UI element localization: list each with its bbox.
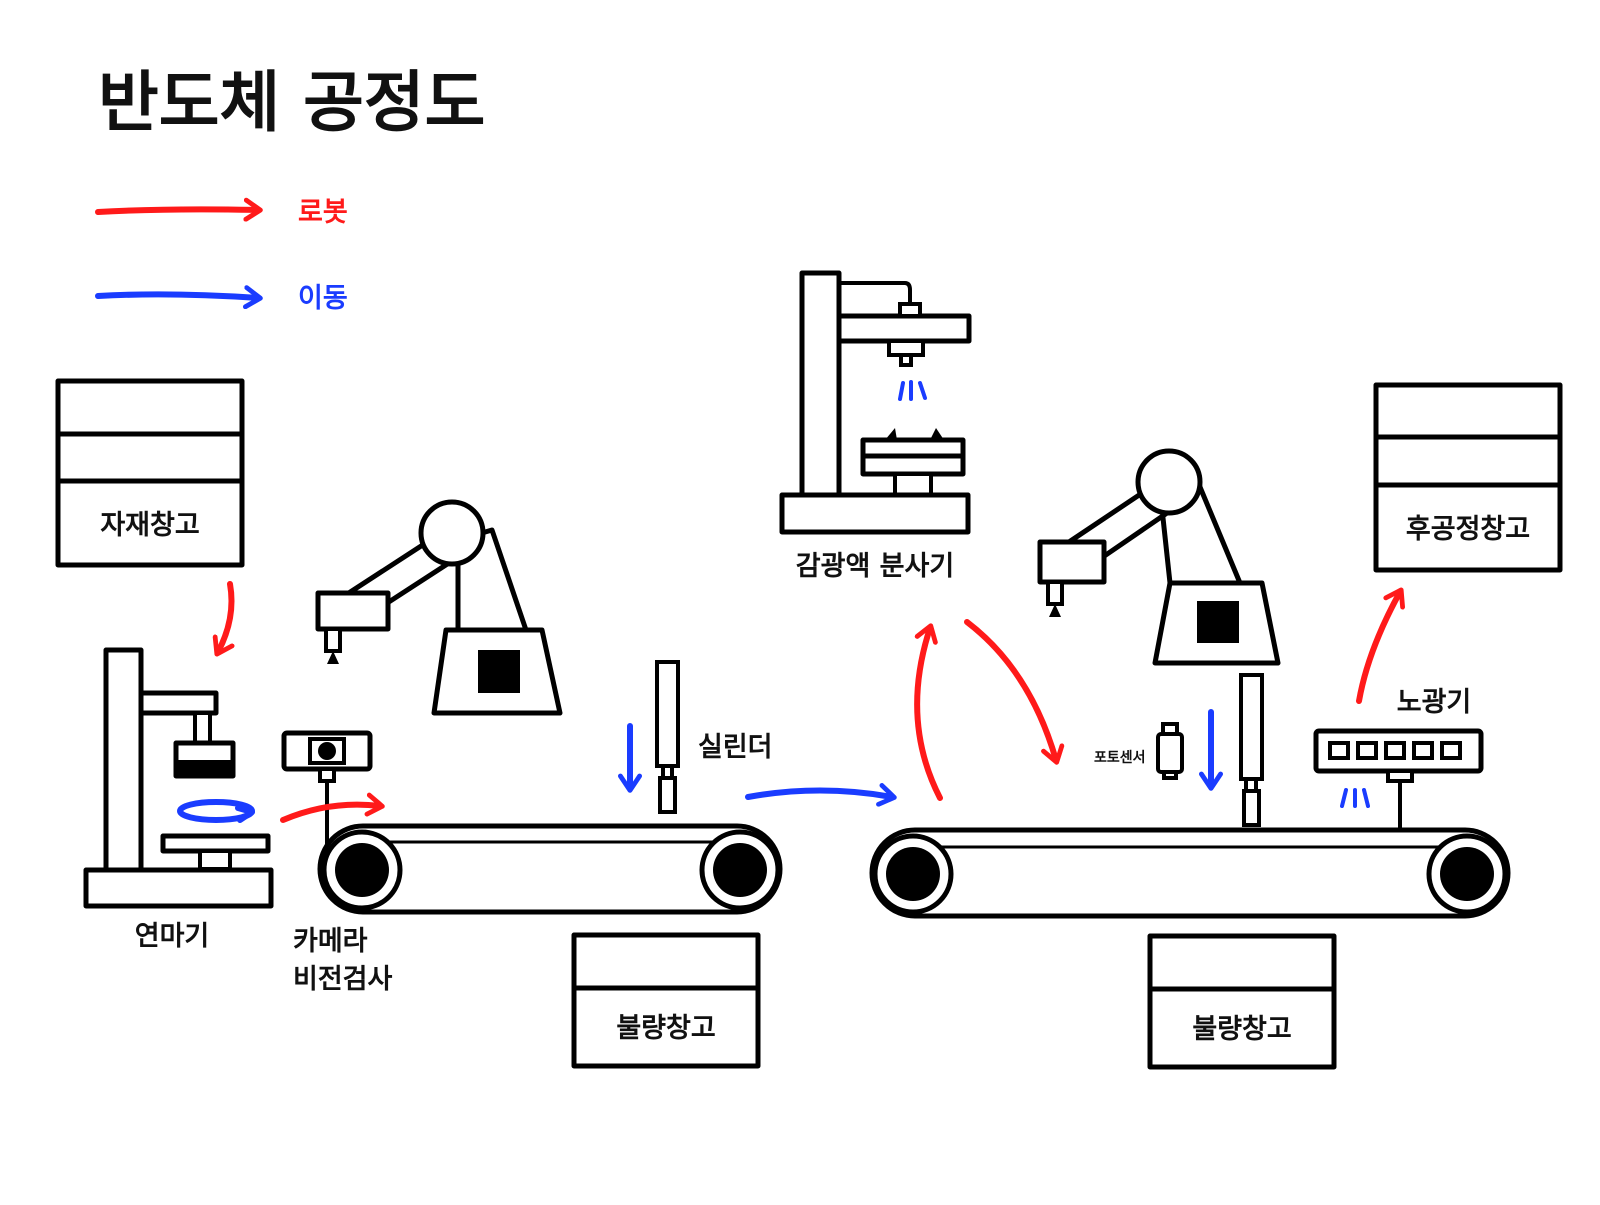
storage-shelf-icon [1373, 382, 1563, 573]
conveyor-belt-icon [869, 827, 1511, 919]
photoresist-sprayer: 감광액 분사기 [779, 270, 972, 582]
polisher-label: 연마기 [135, 921, 210, 952]
camera-label-line1: 카메라 [293, 926, 368, 957]
conveyor-2 [869, 827, 1511, 919]
exposure-machine: 노광기 [1313, 687, 1484, 829]
spray-nozzle [887, 339, 925, 357]
storage-shelf-icon [55, 378, 245, 568]
exposure-light [1340, 788, 1370, 808]
legend: 로봇 이동 [95, 197, 348, 314]
photoresist-sprayer-label: 감광액 분사기 [796, 551, 954, 582]
defect-warehouse-2: 불량창고 [1147, 933, 1337, 1070]
storage-shelf-icon [571, 932, 761, 1069]
pneumatic-cylinder-icon [1239, 673, 1264, 781]
post-process-warehouse-label: 후공정창고 [1406, 514, 1530, 545]
camera-label-line2: 비전검사 [293, 964, 393, 995]
legend-robot-label: 로봇 [298, 197, 348, 228]
legend-robot-arrow [95, 197, 263, 222]
robot-arrow-conveyor-to-sprayer [914, 623, 943, 801]
legend-move-label: 이동 [298, 283, 348, 314]
robot-arm-1 [315, 499, 563, 716]
robot-arm-2 [1037, 448, 1281, 666]
robot-arrow-exposure-to-post-warehouse [1356, 587, 1406, 704]
material-warehouse-label: 자재창고 [100, 510, 199, 541]
polisher-table [160, 833, 271, 854]
legend-move-arrow [95, 285, 263, 310]
photo-sensor-icon [1156, 732, 1184, 774]
photo-sensor: 포토센서 [1094, 722, 1184, 780]
exposure-machine-label: 노광기 [1397, 687, 1472, 718]
robot-arrow-polisher-to-conveyor [280, 792, 385, 823]
defect-warehouse-1: 불량창고 [571, 932, 761, 1069]
move-arrow-conveyor1-to-conveyor2 [745, 783, 897, 807]
page-title: 반도체 공정도 [98, 64, 485, 141]
post-process-warehouse: 후공정창고 [1373, 382, 1563, 573]
cylinder-label: 실린더 [698, 732, 773, 763]
pneumatic-cylinder-icon [655, 660, 680, 768]
robot-arrow-sprayer-to-conveyor [964, 619, 1065, 765]
material-warehouse: 자재창고 [55, 378, 245, 568]
conveyor-1 [317, 823, 783, 915]
defect-warehouse-1-label: 불량창고 [616, 1013, 715, 1044]
storage-shelf-icon [1147, 933, 1337, 1070]
cylinder-2 [1199, 673, 1264, 827]
polisher: 연마기 [83, 647, 274, 952]
photo-sensor-label: 포토센서 [1094, 750, 1146, 766]
camera-vision-inspection: 카메라 비전검사 [281, 730, 393, 995]
robot-arrow-warehouse-to-polisher [212, 581, 235, 657]
cylinder-1: 실린더 [618, 660, 773, 814]
defect-warehouse-2-label: 불량창고 [1192, 1014, 1291, 1045]
spray-mist [898, 380, 927, 401]
